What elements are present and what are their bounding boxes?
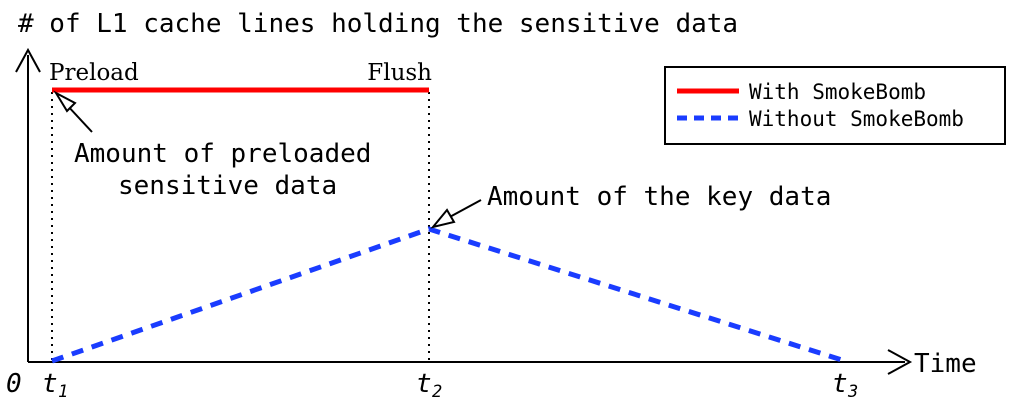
svg-text:1: 1 [58,382,68,402]
preload-label: Preload [49,60,139,86]
svg-text:3: 3 [847,382,858,402]
diagram-title: # of L1 cache lines holding the sensitiv… [18,9,738,39]
preloaded-annotation-line2: sensitive data [118,171,337,201]
legend: With SmokeBomb Without SmokeBomb [664,66,1006,145]
without-smokebomb-line [51,226,846,364]
legend-without-label: Without SmokeBomb [749,107,964,131]
flush-label: Flush [367,60,432,86]
preloaded-annotation-arrow [53,90,93,133]
svg-text:t: t [42,369,58,399]
t2-marker: t 2 [416,369,442,402]
legend-with-label: With SmokeBomb [749,80,926,104]
y-axis-arrowhead [15,47,41,73]
x-axis-arrowhead [887,349,913,375]
origin-label: 0 [6,369,22,399]
x-axis-label: Time [914,349,977,379]
key-data-annotation-arrow [430,199,482,229]
svg-text:t: t [832,369,848,399]
svg-text:t: t [416,369,432,399]
t3-marker: t 3 [832,369,858,402]
key-data-annotation: Amount of the key data [487,182,831,212]
preloaded-annotation-line1: Amount of preloaded [74,139,371,169]
t1-marker: t 1 [42,369,68,402]
svg-text:2: 2 [432,382,442,402]
